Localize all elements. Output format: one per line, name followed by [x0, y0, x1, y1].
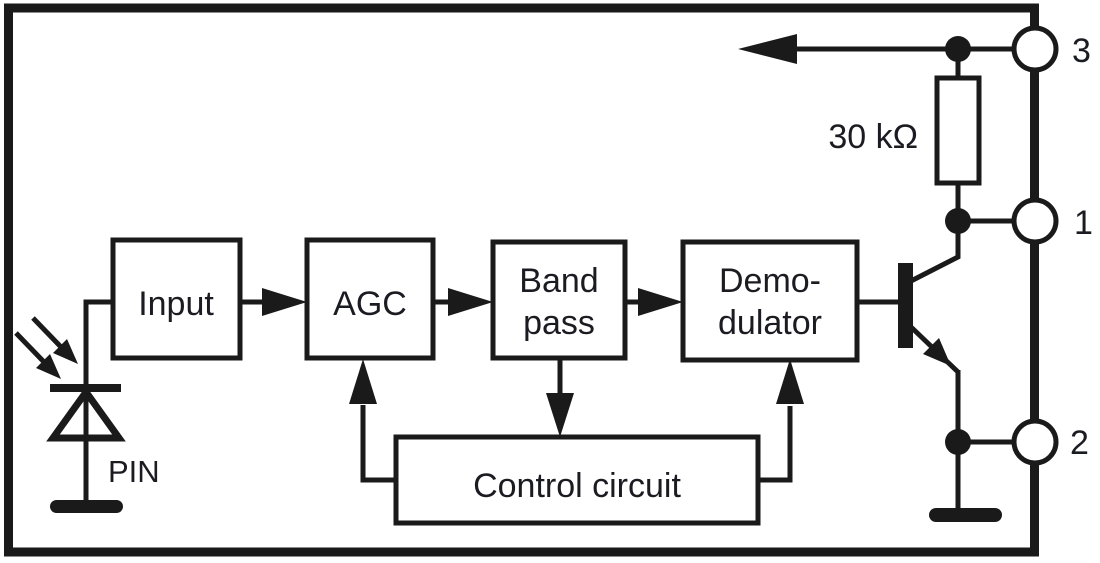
feedback-arrow-control-to-demodulator	[758, 359, 804, 483]
light-ray-icon	[31, 316, 78, 364]
control-circuit-label: Control circuit	[473, 467, 681, 505]
ground-icon	[929, 508, 1002, 522]
arrowhead-up	[349, 359, 377, 404]
arrowhead-right	[638, 288, 683, 316]
arrowhead-right	[262, 288, 307, 316]
pin-photodiode-icon	[46, 384, 126, 442]
demodulator-block	[680, 239, 860, 363]
light-ray-line	[31, 316, 63, 349]
bandpass-block-label-line1: Band	[519, 262, 598, 300]
pin-label-2: 2	[1070, 424, 1089, 462]
pin-terminal-2	[1011, 418, 1059, 466]
pin-label-3: 3	[1072, 32, 1091, 70]
transistor-base-bar	[898, 263, 913, 348]
arrow-bandpass-to-control	[546, 358, 574, 437]
pin-label-1: 1	[1074, 204, 1093, 242]
agc-block	[304, 237, 436, 361]
demodulator-block-label-line1: Demo-	[719, 262, 821, 300]
demodulator-block-label-line2: dulator	[718, 304, 822, 342]
light-ray-line	[14, 331, 46, 364]
ground-icon	[50, 500, 123, 513]
junction-dot	[945, 429, 971, 455]
npn-transistor-icon	[857, 221, 961, 442]
arrow-line	[758, 406, 793, 483]
signal-arrow-bandpass-to-demodulator	[625, 288, 683, 316]
input-block-label: Input	[138, 285, 214, 323]
photodiode-label: PIN	[108, 454, 160, 489]
pin-terminal-3	[1011, 25, 1059, 73]
junction-dot	[945, 208, 971, 234]
arrowhead-up	[776, 359, 804, 404]
junction-dot	[945, 36, 971, 62]
photodiode-circuit: PIN	[14, 299, 160, 513]
arrowhead-right	[448, 288, 493, 316]
light-ray-icon	[14, 331, 61, 379]
input-block	[110, 237, 243, 361]
signal-arrow-input-to-agc	[240, 288, 307, 316]
output-arrow-icon	[738, 34, 1035, 64]
arrowhead-left	[738, 34, 797, 64]
signal-arrow-agc-to-bandpass	[433, 288, 493, 316]
resistor-icon	[934, 75, 982, 186]
arrowhead-down	[546, 393, 574, 437]
light-ray-arrowhead	[53, 339, 78, 364]
resistor-label: 30 kΩ	[828, 118, 918, 156]
transistor-emitter-arrowhead	[923, 338, 951, 366]
feedback-arrow-control-to-agc	[349, 359, 396, 483]
bandpass-block-label-line2: pass	[523, 304, 595, 342]
pin-terminal-1	[1011, 197, 1059, 245]
module-frame	[4, 3, 1039, 557]
arrow-line	[360, 405, 396, 483]
light-ray-arrowhead	[36, 354, 61, 379]
agc-block-label: AGC	[333, 285, 407, 323]
diode-triangle	[46, 385, 126, 442]
